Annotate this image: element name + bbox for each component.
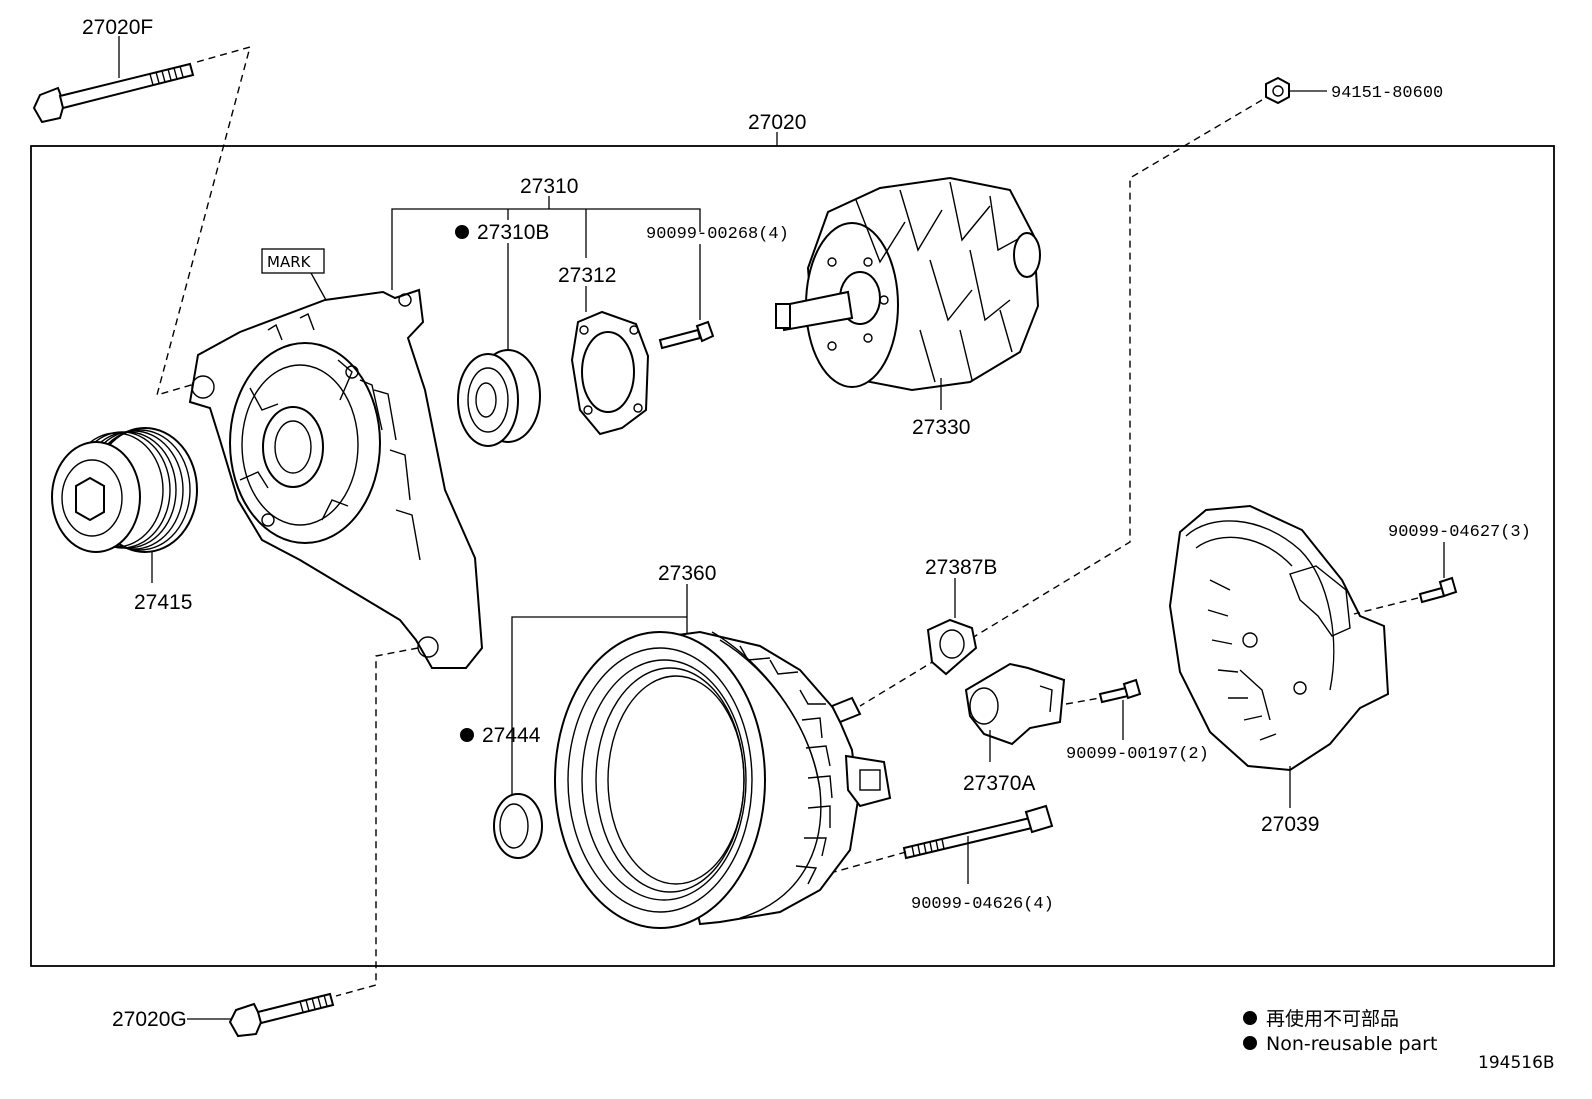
bearing <box>457 349 541 447</box>
callout-bearing-kit: 27310 <box>520 175 578 198</box>
legend: 再使用不可部品 Non-reusable part <box>1243 1008 1437 1055</box>
callout-screw-brush: 90099-00197(2) <box>1066 745 1209 764</box>
callout-rotor: 27330 <box>912 416 970 439</box>
bolt-top <box>32 62 195 124</box>
callout-screw-cover: 90099-04627(3) <box>1388 523 1531 542</box>
brush-holder <box>964 662 1066 746</box>
non-reusable-dot-bearing <box>455 225 469 239</box>
mark-box <box>261 248 325 274</box>
drive-end-frame <box>188 288 484 669</box>
callout-through-bolt: 90099-04626(4) <box>911 895 1054 914</box>
callout-pulley: 27415 <box>134 591 192 614</box>
callout-assembly: 27020 <box>748 111 806 134</box>
seal-ring <box>493 793 543 859</box>
screw-retainer <box>658 320 715 350</box>
callout-bearing: 27310B <box>477 221 549 244</box>
callout-bolt-bottom: 27020G <box>112 1008 187 1031</box>
callout-screw-retainer: 90099-00268(4) <box>646 225 789 244</box>
legend-dot-jp <box>1243 1011 1257 1025</box>
legend-line-jp: 再使用不可部品 <box>1266 1008 1399 1030</box>
nut <box>1265 76 1290 105</box>
mark-label: MARK <box>267 253 312 271</box>
figure-id: 194516B <box>1478 1053 1555 1073</box>
through-bolt <box>902 804 1054 860</box>
legend-dot-en <box>1243 1036 1257 1050</box>
screw-cover <box>1418 576 1458 604</box>
rotor <box>775 176 1041 392</box>
callout-terminal-insulator: 27387B <box>925 556 997 579</box>
callout-stator: 27360 <box>658 562 716 585</box>
pulley <box>51 427 198 553</box>
screw-brush <box>1098 678 1142 704</box>
bolt-bottom <box>228 992 335 1038</box>
non-reusable-dot-seal <box>460 728 474 742</box>
callout-retainer: 27312 <box>558 264 616 287</box>
callout-seal: 27444 <box>482 724 541 747</box>
callout-rear-cover: 27039 <box>1261 813 1319 836</box>
callout-brush-holder: 27370A <box>963 772 1035 795</box>
callout-nut: 94151-80600 <box>1331 84 1443 103</box>
rear-cover <box>1168 504 1390 772</box>
retainer-plate <box>570 310 650 436</box>
terminal-insulator <box>926 618 978 676</box>
legend-line-en: Non-reusable part <box>1266 1033 1437 1055</box>
callout-bolt-top: 27020F <box>82 16 153 39</box>
assembly-frame <box>30 145 1555 967</box>
stator-housing <box>554 630 892 929</box>
